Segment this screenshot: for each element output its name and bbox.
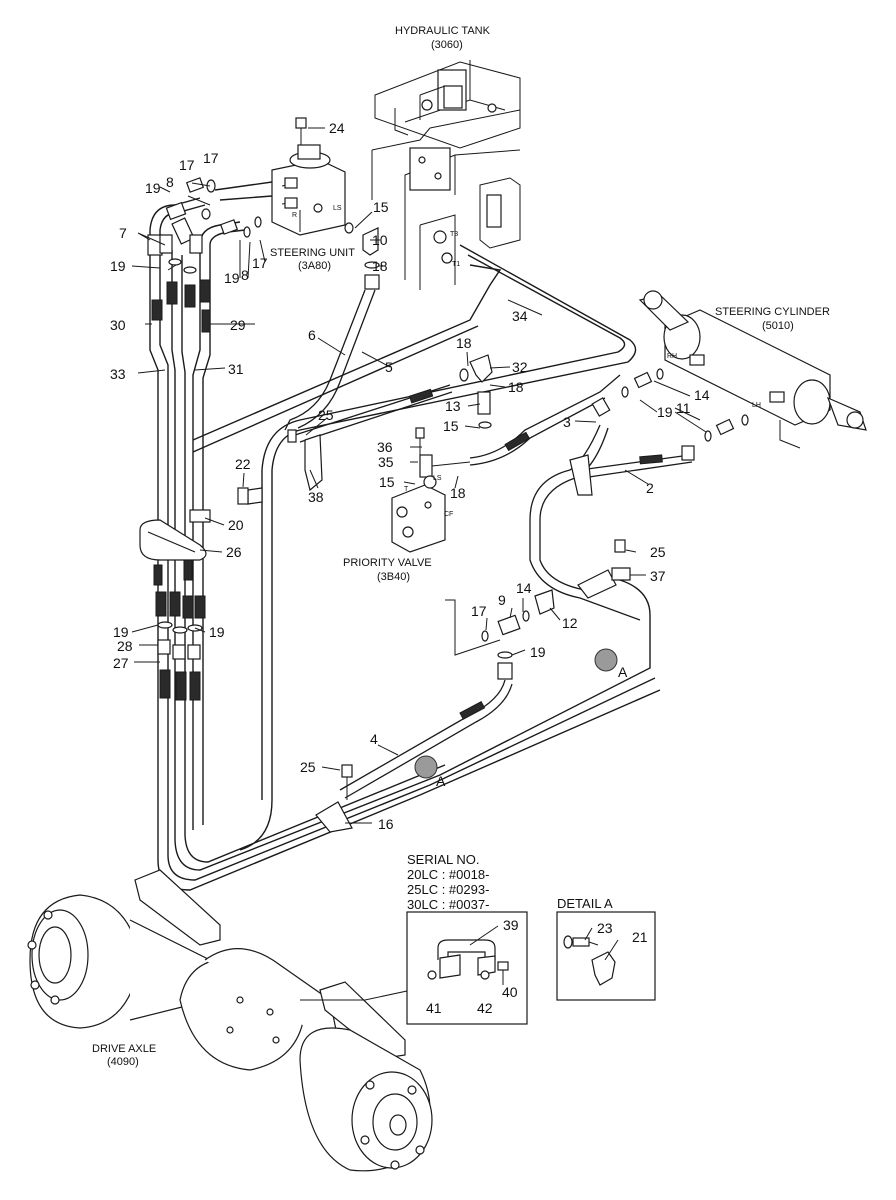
callout-11: 11: [676, 400, 691, 416]
callout-numbers: 24 17 17 8 19 15 10 7 19 19 8 17 18 30 2…: [110, 120, 710, 1016]
text-labels: HYDRAULIC TANK (3060) STEERING UNIT (3A8…: [92, 25, 830, 1068]
callout-20: 20: [228, 517, 244, 533]
callout-30: 30: [110, 317, 126, 333]
priority-valve-code: (3B40): [377, 571, 410, 583]
callout-17: 17: [252, 255, 268, 271]
callout-39: 39: [503, 917, 519, 933]
detail-marker-upper: A: [618, 664, 628, 680]
callout-42: 42: [477, 1000, 493, 1016]
callout-19: 19: [145, 180, 161, 196]
callout-8: 8: [241, 267, 249, 283]
callout-34: 34: [512, 308, 528, 324]
callout-5: 5: [385, 359, 393, 375]
serial-title: SERIAL NO.: [407, 852, 479, 867]
serial-line-3: 30LC : #0037-: [407, 897, 489, 912]
callout-17: 17: [471, 603, 487, 619]
callout-2: 2: [646, 480, 654, 496]
priority-valve-label: PRIORITY VALVE: [343, 557, 432, 569]
hydraulic-tank-code: (3060): [431, 39, 463, 51]
callout-35: 35: [378, 454, 394, 470]
hydraulic-tank-label: HYDRAULIC TANK: [395, 25, 491, 37]
callout-23: 23: [597, 920, 613, 936]
callout-4: 4: [370, 731, 378, 747]
clamps: [139, 429, 631, 833]
callout-25: 25: [650, 544, 666, 560]
detail-marker-lower: A: [436, 773, 446, 789]
callout-8: 8: [166, 174, 174, 190]
callout-29: 29: [230, 317, 246, 333]
port-rh: RH: [667, 353, 677, 360]
callout-18: 18: [508, 379, 524, 395]
callout-27: 27: [113, 655, 129, 671]
drive-axle-label: DRIVE AXLE: [92, 1043, 156, 1055]
callout-25: 25: [318, 407, 334, 423]
leader-lines: [131, 127, 707, 961]
callout-15: 15: [373, 199, 389, 215]
drive-axle: [27, 869, 436, 1172]
callout-7: 7: [119, 225, 127, 241]
port-ls-steering: LS: [333, 205, 342, 212]
callout-19: 19: [209, 624, 225, 640]
steering-unit: [271, 144, 346, 236]
port-lh: LH: [752, 402, 761, 409]
steering-unit-code: (3A80): [298, 260, 331, 272]
port-t3: T3: [450, 231, 458, 238]
priority-valve: [391, 427, 471, 553]
callout-37: 37: [650, 568, 666, 584]
steering-cylinder: [638, 290, 867, 449]
serial-box: [406, 911, 528, 1025]
callout-21: 21: [632, 929, 648, 945]
steering-cylinder-label: STEERING CYLINDER: [715, 306, 830, 318]
callout-17: 17: [203, 150, 219, 166]
port-cf: CF: [444, 511, 453, 518]
callout-25: 25: [300, 759, 316, 775]
callout-36: 36: [377, 439, 393, 455]
callout-19: 19: [110, 258, 126, 274]
callout-24: 24: [329, 120, 345, 136]
callout-15: 15: [443, 418, 459, 434]
callout-32: 32: [512, 359, 528, 375]
callout-33: 33: [110, 366, 126, 382]
callout-15: 15: [379, 474, 395, 490]
detail-a-title: DETAIL A: [557, 896, 613, 911]
detail-a-markers: [414, 648, 618, 779]
callout-22: 22: [235, 456, 251, 472]
callout-26: 26: [226, 544, 242, 560]
detail-a-box: [556, 911, 656, 1001]
serial-line-2: 25LC : #0293-: [407, 882, 489, 897]
callout-41: 41: [426, 1000, 442, 1016]
callout-31: 31: [228, 361, 244, 377]
drive-axle-code: (4090): [107, 1056, 139, 1068]
callout-9: 9: [498, 592, 506, 608]
port-t1: T1: [452, 261, 460, 268]
callout-19: 19: [530, 644, 546, 660]
callout-10: 10: [372, 232, 388, 248]
callout-16: 16: [378, 816, 394, 832]
port-r-steering: R: [292, 212, 297, 219]
callout-18: 18: [456, 335, 472, 351]
callout-3: 3: [563, 414, 571, 430]
fittings: [147, 117, 749, 701]
port-ls-priority: LS: [433, 475, 442, 482]
callout-17: 17: [179, 157, 195, 173]
callout-18: 18: [450, 485, 466, 501]
callout-13: 13: [445, 398, 461, 414]
steering-cylinder-code: (5010): [762, 320, 794, 332]
callout-12: 12: [562, 615, 578, 631]
hydraulic-tank: [371, 60, 521, 290]
callout-14: 14: [694, 387, 710, 403]
callout-6: 6: [308, 327, 316, 343]
port-t-priority: T: [404, 486, 409, 493]
callout-40: 40: [502, 984, 518, 1000]
callout-28: 28: [117, 638, 133, 654]
serial-line-1: 20LC : #0018-: [407, 867, 489, 882]
steering-unit-label: STEERING UNIT: [270, 247, 355, 259]
callout-19: 19: [657, 404, 673, 420]
callout-18: 18: [372, 258, 388, 274]
callout-38: 38: [308, 489, 324, 505]
callout-19: 19: [113, 624, 129, 640]
callout-14: 14: [516, 580, 532, 596]
callout-19: 19: [224, 270, 240, 286]
